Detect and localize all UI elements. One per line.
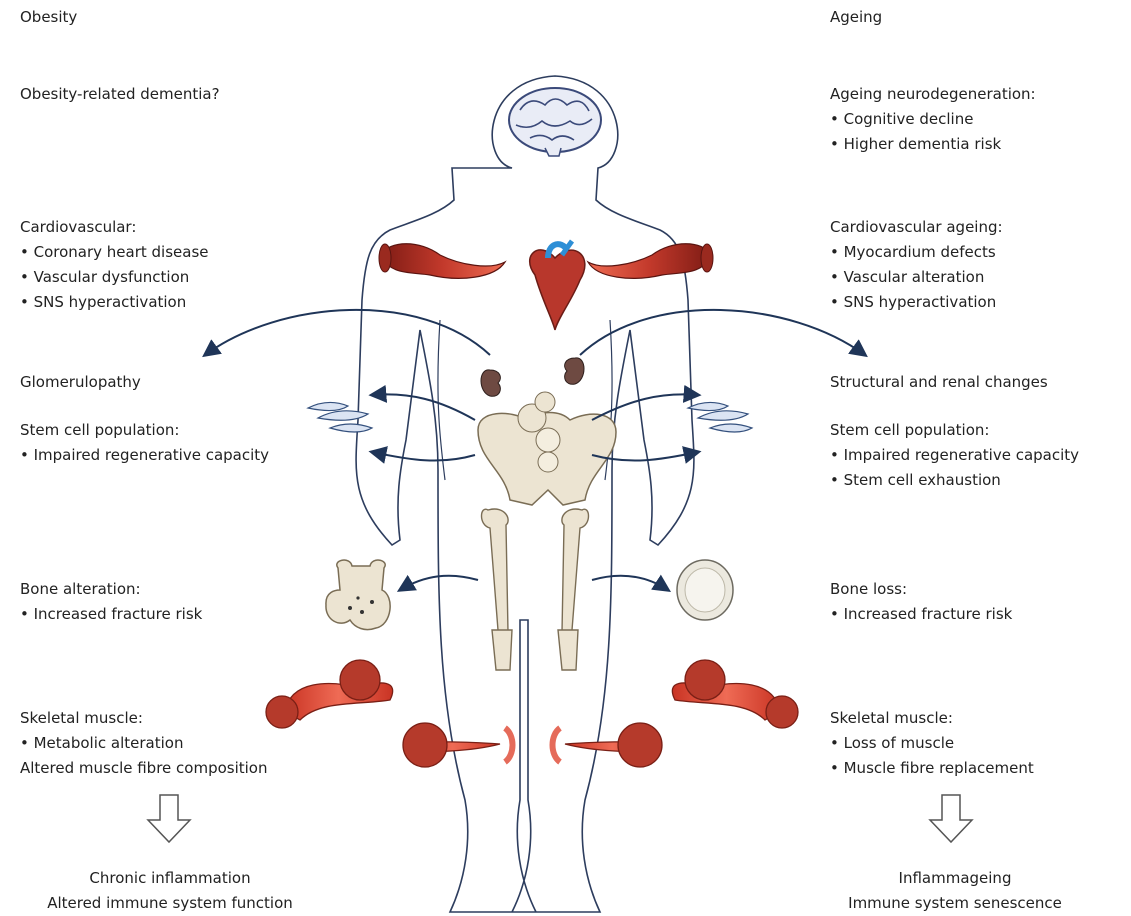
ageing-cardio-item: • SNS hyperactivation bbox=[830, 290, 1003, 315]
kidney-illustration bbox=[481, 358, 584, 396]
pelvis-illustration bbox=[478, 392, 616, 505]
obesity-outcome-line: Altered immune system function bbox=[20, 891, 320, 916]
obesity-muscle-block: Skeletal muscle: • Metabolic alteration … bbox=[20, 706, 268, 781]
obesity-bone-title: Bone alteration: bbox=[20, 577, 202, 602]
obesity-cardio-block: Cardiovascular: • Coronary heart disease… bbox=[20, 215, 209, 315]
stem-cells-right bbox=[688, 402, 752, 432]
ageing-outcome-line: Inflammageing bbox=[815, 866, 1095, 891]
obesity-muscle-title: Skeletal muscle: bbox=[20, 706, 268, 731]
ageing-kidney-label: Structural and renal changes bbox=[830, 370, 1048, 395]
ageing-brain-item: • Cognitive decline bbox=[830, 107, 1036, 132]
bone-joint-illustration bbox=[326, 560, 390, 630]
ageing-brain-title: Ageing neurodegeneration: bbox=[830, 82, 1036, 107]
obesity-stem-item: • Impaired regenerative capacity bbox=[20, 443, 269, 468]
obesity-muscle-item: • Metabolic alteration bbox=[20, 731, 268, 756]
ageing-stem-block: Stem cell population: • Impaired regener… bbox=[830, 418, 1079, 493]
obesity-brain-label: Obesity-related dementia? bbox=[20, 82, 220, 107]
obesity-cardio-item: • SNS hyperactivation bbox=[20, 290, 209, 315]
vessel-left bbox=[379, 244, 505, 279]
vessel-right bbox=[588, 244, 713, 279]
ageing-cardio-item: • Vascular alteration bbox=[830, 265, 1003, 290]
obesity-cardio-title: Cardiovascular: bbox=[20, 215, 209, 240]
ageing-cardio-title: Cardiovascular ageing: bbox=[830, 215, 1003, 240]
ageing-muscle-block: Skeletal muscle: • Loss of muscle • Musc… bbox=[830, 706, 1034, 781]
obesity-cardio-item: • Vascular dysfunction bbox=[20, 265, 209, 290]
obesity-stem-block: Stem cell population: • Impaired regener… bbox=[20, 418, 269, 468]
obesity-outcome-block: Chronic inflammation Altered immune syst… bbox=[20, 866, 320, 916]
brain-illustration bbox=[509, 88, 601, 156]
ageing-bone-item: • Increased fracture risk bbox=[830, 602, 1012, 627]
ageing-stem-item: • Stem cell exhaustion bbox=[830, 468, 1079, 493]
obesity-outcome-line: Chronic inflammation bbox=[20, 866, 320, 891]
muscle-right bbox=[553, 660, 799, 767]
down-arrow-left bbox=[148, 795, 190, 842]
obesity-bone-item: • Increased fracture risk bbox=[20, 602, 202, 627]
ageing-muscle-item: • Muscle fibre replacement bbox=[830, 756, 1034, 781]
stem-cells-left bbox=[308, 402, 372, 432]
ageing-heading: Ageing bbox=[830, 5, 882, 30]
heart-illustration bbox=[530, 241, 585, 330]
obesity-cardio-item: • Coronary heart disease bbox=[20, 240, 209, 265]
ageing-stem-title: Stem cell population: bbox=[830, 418, 1079, 443]
ageing-outcome-line: Immune system senescence bbox=[815, 891, 1095, 916]
obesity-bone-block: Bone alteration: • Increased fracture ri… bbox=[20, 577, 202, 627]
leg-bones-illustration bbox=[482, 509, 589, 670]
obesity-heading: Obesity bbox=[20, 5, 77, 30]
ageing-cardio-item: • Myocardium defects bbox=[830, 240, 1003, 265]
ageing-outcome-block: Inflammageing Immune system senescence bbox=[815, 866, 1095, 916]
muscle-left bbox=[266, 660, 513, 767]
ageing-stem-item: • Impaired regenerative capacity bbox=[830, 443, 1079, 468]
obesity-muscle-item: Altered muscle fibre composition bbox=[20, 756, 268, 781]
obesity-kidney-label: Glomerulopathy bbox=[20, 370, 141, 395]
obesity-stem-title: Stem cell population: bbox=[20, 418, 269, 443]
ageing-brain-item: • Higher dementia risk bbox=[830, 132, 1036, 157]
down-arrow-right bbox=[930, 795, 972, 842]
bone-section-illustration bbox=[677, 560, 733, 620]
ageing-bone-block: Bone loss: • Increased fracture risk bbox=[830, 577, 1012, 627]
ageing-muscle-title: Skeletal muscle: bbox=[830, 706, 1034, 731]
ageing-brain-block: Ageing neurodegeneration: • Cognitive de… bbox=[830, 82, 1036, 157]
ageing-bone-title: Bone loss: bbox=[830, 577, 1012, 602]
ageing-cardio-block: Cardiovascular ageing: • Myocardium defe… bbox=[830, 215, 1003, 315]
ageing-muscle-item: • Loss of muscle bbox=[830, 731, 1034, 756]
